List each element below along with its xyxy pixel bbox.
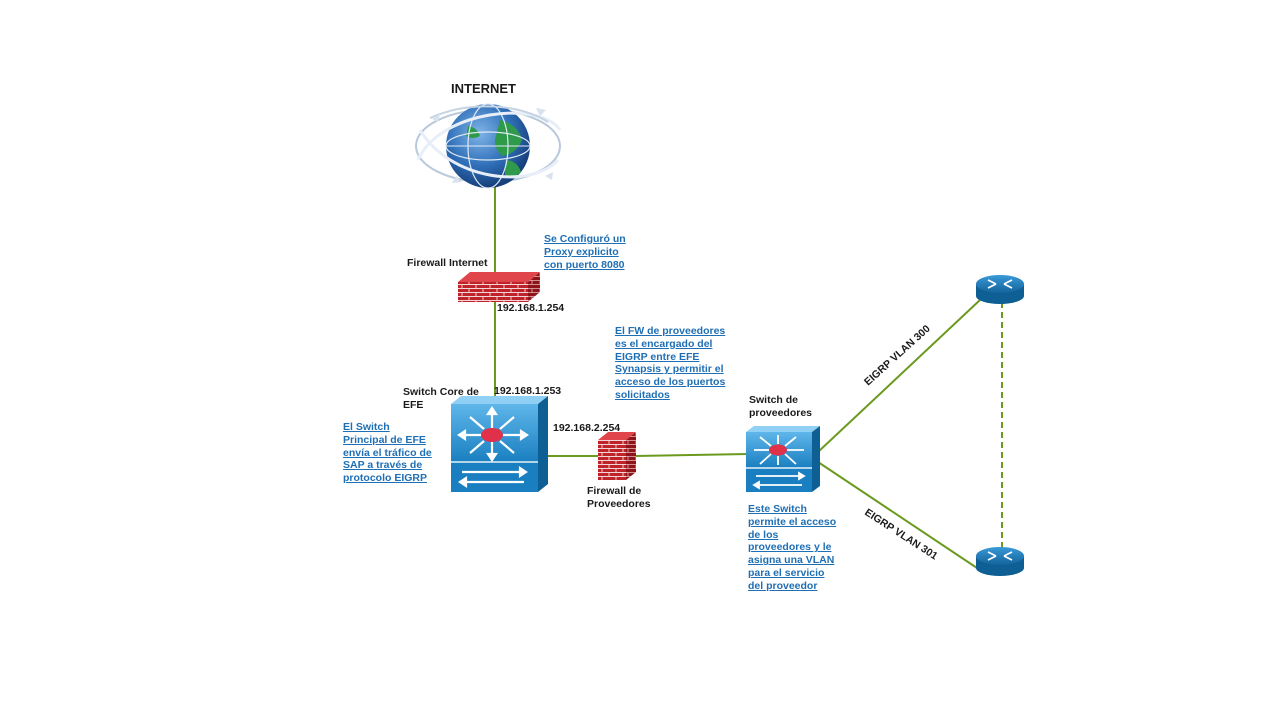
- link-vlan-300: [817, 299, 981, 453]
- note-switch-proveedores: Este Switch permite el acceso de los pro…: [748, 503, 837, 592]
- switch-core-label: Switch Core de EFE: [403, 386, 479, 411]
- link-vlan-301: [817, 461, 981, 571]
- ip-switch-core: 192.168.1.253: [494, 385, 562, 397]
- router-icon: [976, 547, 1024, 576]
- internet-label: INTERNET: [451, 81, 516, 96]
- note-proxy: Se Configuró un Proxy explicito con puer…: [544, 233, 626, 271]
- router-icon: [976, 275, 1024, 304]
- ip-firewall-proveedores: 192.168.2.254: [553, 422, 621, 434]
- note-switch-principal: El Switch Principal de EFE envía el tráf…: [343, 421, 432, 485]
- firewall-internet-label: Firewall Internet: [407, 257, 488, 269]
- link-firewall-proveedores-switch-proveedores: [631, 453, 749, 457]
- firewall-proveedores-label: Firewall de Proveedores: [587, 485, 651, 510]
- multilayer-switch-icon: [451, 396, 548, 492]
- switch-proveedores-label: Switch de proveedores: [749, 394, 813, 419]
- links: [494, 185, 1003, 571]
- multilayer-switch-icon: [746, 426, 820, 492]
- globe-icon: [415, 103, 562, 189]
- firewall-icon: [458, 272, 540, 302]
- ip-firewall-internet: 192.168.1.254: [497, 302, 565, 314]
- firewall-icon: [598, 432, 636, 480]
- note-fw-proveedores: El FW de proveedores es el encargado del…: [615, 325, 726, 401]
